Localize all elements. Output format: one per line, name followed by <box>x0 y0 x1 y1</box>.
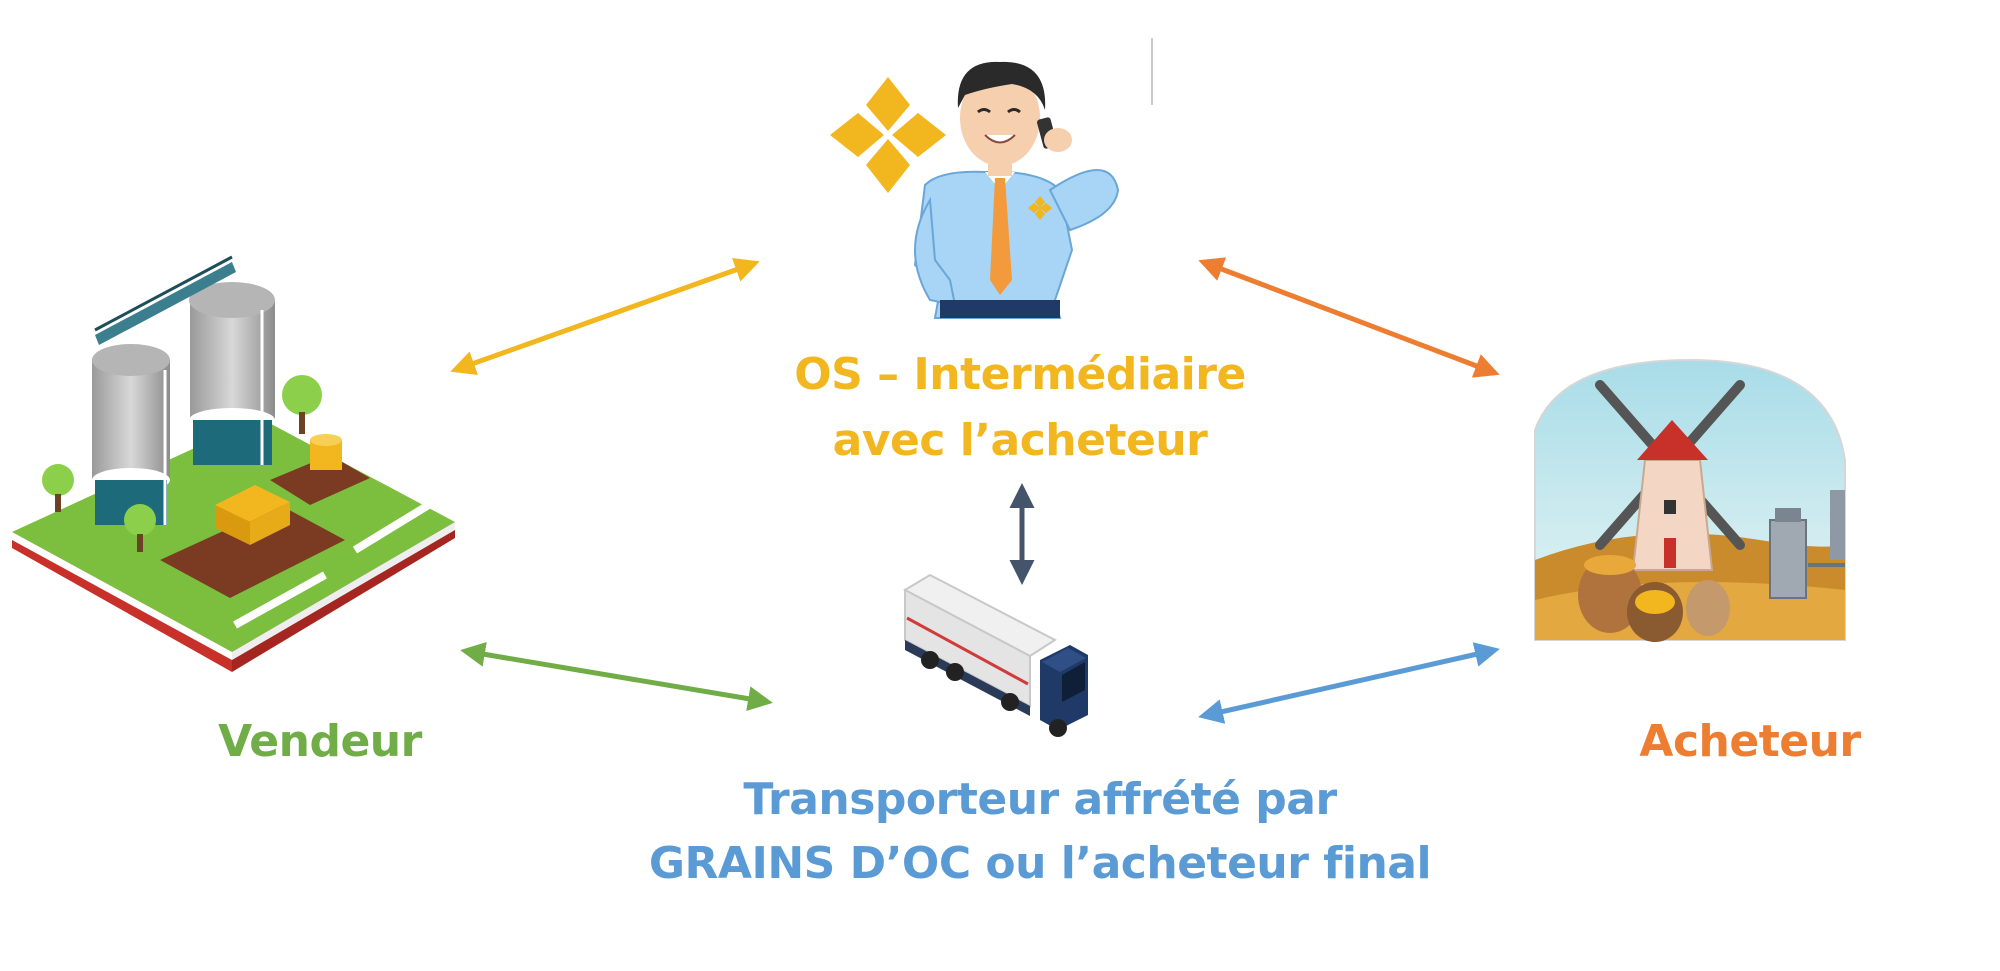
carrier-label-line1: Transporteur affrété par <box>743 774 1337 825</box>
intermediary-label-line1: OS – Intermédiaire <box>794 349 1246 400</box>
arrow-carrier-buyer <box>1198 642 1500 724</box>
intermediary-label: OS – Intermédiaire avec l’acheteur <box>760 342 1280 474</box>
arrow-intermediary-buyer <box>1198 257 1500 378</box>
arrow-seller-carrier <box>460 641 773 712</box>
businessman-on-phone-icon <box>913 61 1120 319</box>
seller-label: Vendeur <box>218 716 422 767</box>
grain-silo-farm-icon <box>12 255 455 672</box>
windmill-mill-icon <box>1534 358 1846 642</box>
buyer-label: Acheteur <box>1639 716 1861 767</box>
grains-doc-logo-icon <box>830 77 946 193</box>
carrier-label: Transporteur affrété par GRAINS D’OC ou … <box>640 768 1440 896</box>
carrier-label-line2: GRAINS D’OC ou l’acheteur final <box>648 838 1432 889</box>
truck-icon <box>902 573 1088 737</box>
arrow-seller-intermediary <box>450 257 760 376</box>
intermediary-label-line2: avec l’acheteur <box>832 415 1208 466</box>
